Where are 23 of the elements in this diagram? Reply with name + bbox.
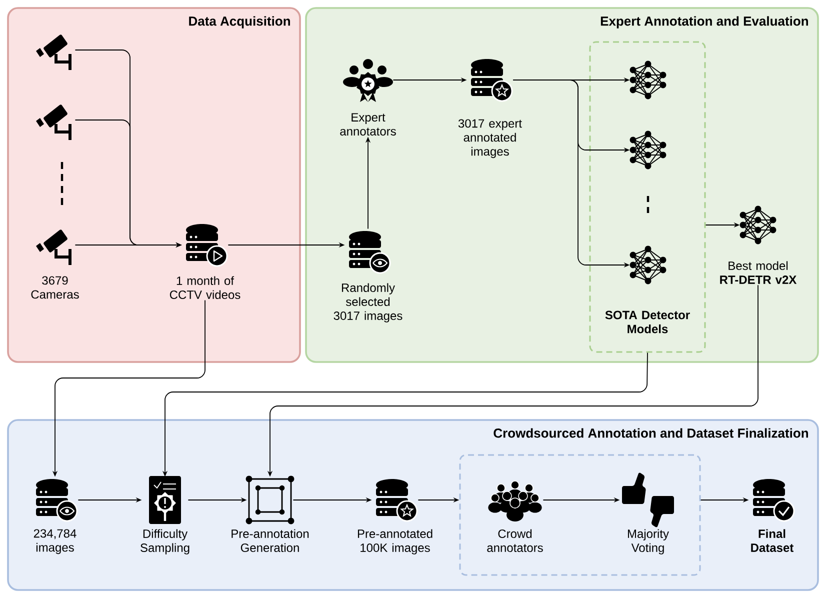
- neural-network-icon: [630, 246, 666, 284]
- node-label: Pre-annotation Generation: [232, 529, 309, 552]
- panel-title: Crowdsourced Annotation and Dataset Finalization: [494, 428, 808, 438]
- node-label: 3679 Cameras: [31, 276, 79, 299]
- node-label: SOTA Detector Models: [605, 310, 690, 334]
- neural-network-icon: [630, 60, 666, 100]
- node-label: Majority Voting: [628, 529, 669, 554]
- node-label: Expert annotators: [340, 113, 396, 136]
- panel-title: Expert Annotation and Evaluation: [600, 16, 808, 28]
- panel-title: Data Acquisition: [189, 16, 290, 28]
- neural-network-icon: [630, 130, 666, 170]
- node-label: Difficulty Sampling: [140, 529, 190, 554]
- node-label: Crowd annotators: [487, 529, 543, 552]
- dashed-group-box: [459, 454, 701, 576]
- node-label: Best model RT-DETR v2X: [720, 261, 797, 284]
- node-label: 1 month of CCTV videos: [170, 276, 240, 299]
- node-label: Pre-annotated 100K images: [358, 529, 432, 554]
- node-label: 3017 expert annotated images: [458, 119, 522, 158]
- node-label: Final Dataset: [751, 529, 794, 552]
- node-label: Randomly selected 3017 images: [334, 283, 402, 322]
- node-label: 234,784 images: [34, 529, 76, 554]
- camera-icon: [36, 104, 72, 140]
- camera-icon: [36, 34, 72, 70]
